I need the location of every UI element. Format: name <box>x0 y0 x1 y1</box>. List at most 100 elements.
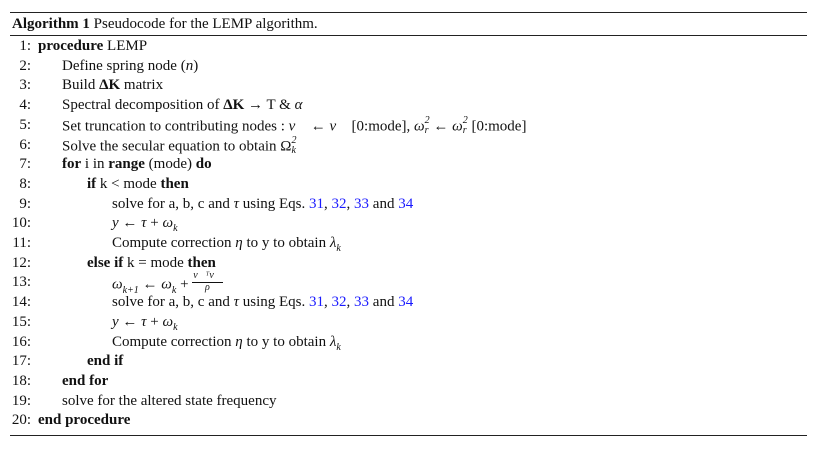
text: ← <box>118 215 142 232</box>
subscript: k <box>336 341 341 353</box>
line-number: 2: <box>19 57 31 74</box>
line-content: end for <box>62 373 108 390</box>
keyword: else if <box>87 254 124 271</box>
keyword: range <box>108 156 145 173</box>
keyword: ΔK <box>223 97 245 114</box>
text: → T & <box>244 97 295 114</box>
math-symbol: ω <box>414 118 425 135</box>
text: [0:mode] <box>467 118 527 135</box>
keyword: then <box>160 175 189 192</box>
line-content: solve for a, b, c and τ using Eqs. 31, 3… <box>112 196 413 213</box>
text: and <box>369 294 399 311</box>
line-number: 15: <box>11 313 31 330</box>
math-symbol: η <box>235 333 243 350</box>
line-number: 8: <box>19 175 31 192</box>
math-symbol: ω <box>162 313 174 330</box>
text: solve for the altered state frequency <box>62 392 277 409</box>
text: , <box>346 294 355 311</box>
equation-link[interactable]: 32 <box>331 195 347 212</box>
fraction-denominator: ρ <box>205 281 210 293</box>
text: ← <box>306 118 330 135</box>
text: Compute correction <box>112 235 236 251</box>
line-content: Build ΔK matrix <box>62 77 163 94</box>
line-number: 13: <box>11 274 31 291</box>
text: ← <box>138 276 162 293</box>
line-number: 4: <box>19 97 31 114</box>
subscript: k <box>173 321 178 333</box>
line-content: Spectral decomposition of ΔK → T & α <box>62 97 302 114</box>
equation-link[interactable]: 34 <box>398 294 414 311</box>
math-symbol: η <box>235 235 243 251</box>
text: Set truncation to contributing nodes : <box>62 118 289 135</box>
keyword: end procedure <box>38 412 131 429</box>
line-number: 10: <box>11 215 31 232</box>
math-symbol: τ <box>141 313 147 330</box>
equation-link[interactable]: 32 <box>331 294 347 311</box>
line-content: y ← τ + ωk <box>112 313 178 333</box>
line-number: 16: <box>11 333 31 350</box>
line-content: if k < mode then <box>87 176 189 193</box>
math-symbol: y <box>112 313 119 330</box>
superscript: 2 <box>291 134 297 146</box>
equation-link[interactable]: 33 <box>354 195 370 212</box>
subscript: k <box>291 144 296 156</box>
line-content: solve for a, b, c and τ using Eqs. 31, 3… <box>112 294 413 311</box>
line-number: 12: <box>11 254 31 271</box>
text: to y to obtain <box>242 333 330 350</box>
line-content: end if <box>87 353 123 370</box>
math-symbol: v⃗ <box>288 118 307 135</box>
math-symbol: τ <box>141 215 147 232</box>
math-symbol: n <box>185 57 194 74</box>
subscript: k <box>173 223 178 235</box>
equation-link[interactable]: 31 <box>309 195 325 212</box>
text: Compute correction <box>112 333 236 350</box>
text: Solve the secular equation to obtain <box>62 137 281 154</box>
text: LEMP <box>103 38 148 54</box>
line-number: 19: <box>11 392 31 409</box>
text: using Eqs. <box>239 294 310 311</box>
equation-link[interactable]: 31 <box>309 294 325 311</box>
line-number: 7: <box>19 156 31 173</box>
math-symbol: ω <box>161 276 172 293</box>
math-symbol: ω <box>112 276 123 293</box>
line-number: 17: <box>11 353 31 370</box>
superscript: 2 <box>462 114 468 126</box>
subscript: k <box>171 284 177 296</box>
fraction: v⃗ᵀv⃗ρ <box>192 270 223 293</box>
keyword: for <box>62 156 82 173</box>
text: ) <box>193 57 199 74</box>
line-number: 5: <box>19 116 31 133</box>
math-symbol: ω <box>162 215 174 232</box>
math-symbol: τ <box>233 294 240 311</box>
keyword: if <box>87 175 97 192</box>
text: solve for a, b, c and <box>112 294 234 311</box>
math-symbol: α <box>294 97 303 114</box>
equation-link[interactable]: 33 <box>354 294 370 311</box>
line-content: end procedure <box>38 412 130 429</box>
text: to y to obtain <box>242 235 330 251</box>
math-symbol: y <box>112 215 119 232</box>
line-number: 3: <box>19 77 31 94</box>
line-number: 1: <box>19 38 31 54</box>
line-number: 14: <box>11 294 31 311</box>
algorithm-label: Algorithm 1 <box>12 16 90 32</box>
text: Spectral decomposition of <box>62 97 224 114</box>
caption-text: Pseudocode for the LEMP algorithm. <box>89 16 318 32</box>
fraction-numerator: v⃗ᵀv⃗ <box>192 270 223 283</box>
subscript: k <box>336 243 341 254</box>
text: , <box>324 294 332 311</box>
top-rule <box>10 12 807 14</box>
equation-link[interactable]: 34 <box>398 195 414 212</box>
caption-rule <box>10 35 807 36</box>
text: k = mode <box>123 254 188 271</box>
math-symbol: λ <box>329 235 337 251</box>
text: Build <box>62 77 100 94</box>
keyword: end for <box>62 372 109 389</box>
text: i in <box>81 156 109 173</box>
bottom-rule <box>10 435 807 437</box>
line-content: Set truncation to contributing nodes : v… <box>62 114 527 137</box>
line-content: y ← τ + ωk <box>112 215 178 235</box>
line-number: 18: <box>11 372 31 389</box>
line-content: solve for the altered state frequency <box>62 393 276 410</box>
